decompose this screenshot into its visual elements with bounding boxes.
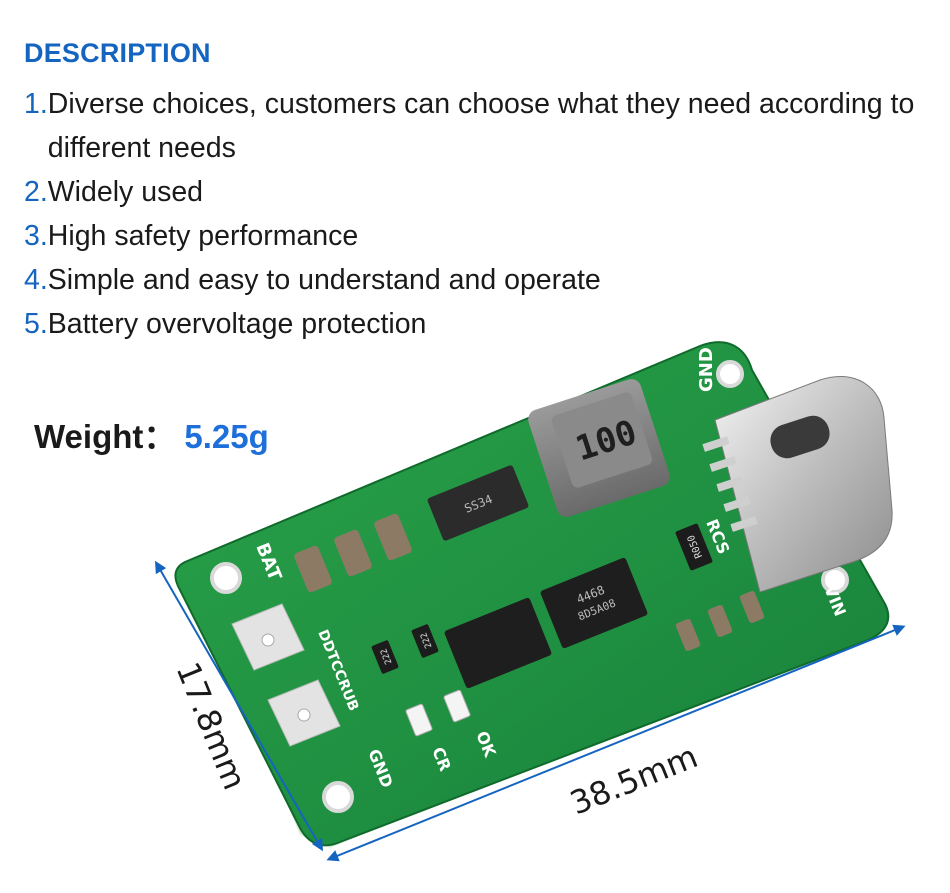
mounting-hole <box>210 562 242 594</box>
description-list: 1. Diverse choices, customers can choose… <box>24 82 924 346</box>
weight-label: Weight： <box>34 418 177 455</box>
list-item-number: 5. <box>24 308 48 340</box>
list-item-text: Diverse choices, customers can choose wh… <box>47 88 915 164</box>
list-item-text: Widely used <box>47 176 204 208</box>
list-item: 4. Simple and easy to understand and ope… <box>24 258 924 302</box>
list-item-number: 3. <box>24 220 48 252</box>
weight-value: 5.25g <box>184 418 269 455</box>
resistor: R050 <box>675 523 713 571</box>
list-item-number: 1. <box>24 88 48 120</box>
usb-c-port <box>714 375 893 593</box>
length-dimension-label: 38.5mm <box>565 737 703 822</box>
list-item: 2. Widely used <box>24 170 924 214</box>
list-item-text: High safety performance <box>47 220 359 252</box>
list-item: 1. Diverse choices, customers can choose… <box>24 82 924 170</box>
weight-spec: Weight：5.25g <box>34 410 269 458</box>
silkscreen-gnd-top: GND <box>696 347 717 392</box>
mounting-hole <box>322 781 354 813</box>
mounting-hole <box>716 360 744 388</box>
schottky-diode: SS34 <box>427 465 529 541</box>
list-item-number: 2. <box>24 176 48 208</box>
list-item: 3. High safety performance <box>24 214 924 258</box>
usb-pins <box>702 436 758 532</box>
list-item-text: Simple and easy to understand and operat… <box>47 264 601 296</box>
description-heading: DESCRIPTION <box>24 38 211 68</box>
list-item-number: 4. <box>24 264 48 296</box>
list-item: 5. Battery overvoltage protection <box>24 302 924 346</box>
list-item-text: Battery overvoltage protection <box>47 308 427 340</box>
inductor: 100 <box>528 379 670 517</box>
